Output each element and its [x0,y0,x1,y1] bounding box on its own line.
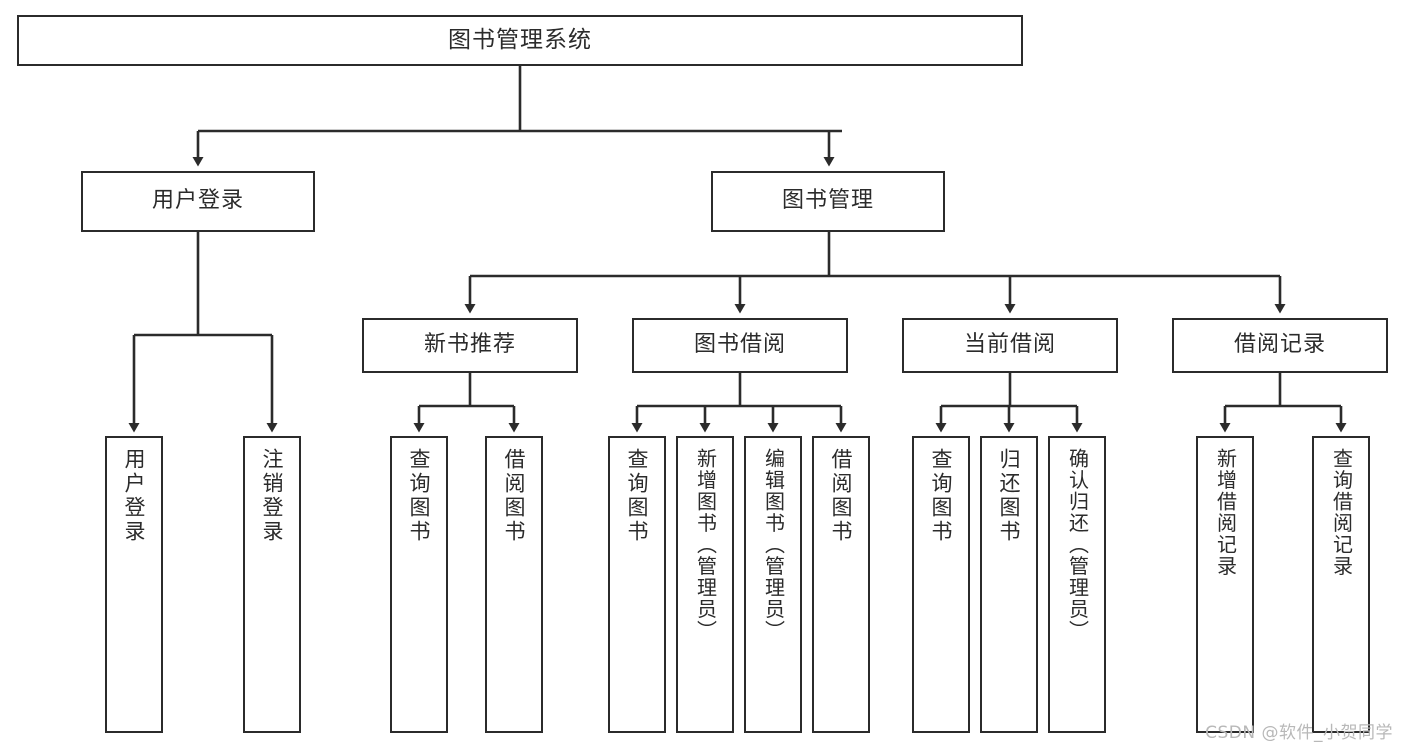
leaf-borrow-book-recommendation[interactable]: 借阅图书 [485,436,543,733]
node-label: 编辑图书（管理员） [761,448,786,642]
node-label: 新增借阅记录 [1213,448,1238,577]
leaf-query-borrow-record[interactable]: 查询借阅记录 [1312,436,1370,733]
node-label: 查询借阅记录 [1329,448,1354,577]
leaf-query-book-current[interactable]: 查询图书 [912,436,970,733]
node-label: 图书借阅 [693,332,786,358]
node-label: 新书推荐 [423,332,516,358]
node-label: 查询图书 [929,448,954,544]
leaf-return-book[interactable]: 归还图书 [980,436,1038,733]
node-label: 确认归还（管理员） [1065,448,1090,642]
node-label: 新增图书（管理员） [693,448,718,642]
leaf-query-book-borrow[interactable]: 查询图书 [608,436,666,733]
node-borrow-record[interactable]: 借阅记录 [1172,318,1388,373]
node-label: 注销登录 [260,448,285,544]
node-book-borrow[interactable]: 图书借阅 [632,318,848,373]
leaf-add-borrow-record[interactable]: 新增借阅记录 [1196,436,1254,733]
node-label: 查询图书 [625,448,650,544]
node-label: 用户登录 [151,188,244,214]
node-label: 归还图书 [997,448,1022,544]
node-root-book-management-system[interactable]: 图书管理系统 [17,15,1023,66]
leaf-query-book-recommendation[interactable]: 查询图书 [390,436,448,733]
node-label: 图书管理 [781,188,874,214]
node-label: 借阅记录 [1233,332,1326,358]
node-book-management[interactable]: 图书管理 [711,171,945,232]
node-new-book-recommendation[interactable]: 新书推荐 [362,318,578,373]
leaf-borrow-book[interactable]: 借阅图书 [812,436,870,733]
node-label: 图书管理系统 [448,27,592,54]
node-user-login[interactable]: 用户登录 [81,171,315,232]
leaf-logout-login[interactable]: 注销登录 [243,436,301,733]
node-label: 借阅图书 [502,448,527,544]
leaf-user-login[interactable]: 用户登录 [105,436,163,733]
node-label: 用户登录 [122,448,147,544]
node-label: 借阅图书 [829,448,854,544]
leaf-edit-book-admin[interactable]: 编辑图书（管理员） [744,436,802,733]
node-current-borrow[interactable]: 当前借阅 [902,318,1118,373]
node-label: 当前借阅 [963,332,1056,358]
csdn-watermark: CSDN @软件_小贺同学 [1205,723,1393,743]
node-label: 查询图书 [407,448,432,544]
leaf-add-book-admin[interactable]: 新增图书（管理员） [676,436,734,733]
leaf-confirm-return-admin[interactable]: 确认归还（管理员） [1048,436,1106,733]
